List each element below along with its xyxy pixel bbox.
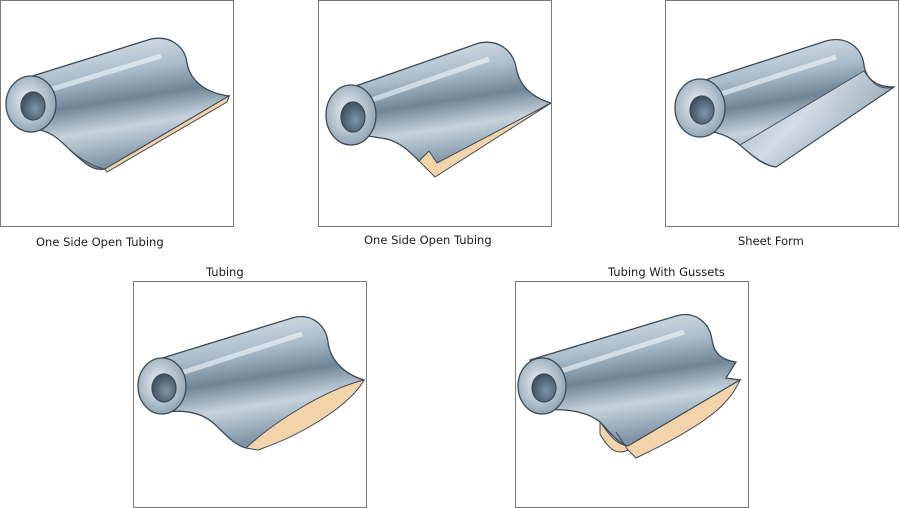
roll-illustration [517,314,742,459]
caption-sheet-form: Sheet Form [738,234,804,248]
caption-tubing-with-gussets: Tubing With Gussets [608,265,725,279]
panel-tubing-with-gussets [515,281,749,508]
roll-illustration [674,39,897,168]
panel-one-side-open-tubing-2 [318,0,552,227]
roll-illustration [137,316,366,451]
caption-tubing: Tubing [206,265,244,279]
caption-one-side-open-tubing-1: One Side Open Tubing [36,235,164,249]
roll-illustration [5,37,231,173]
panel-sheet-form [665,0,899,227]
panel-one-side-open-tubing-1 [0,0,234,227]
panel-tubing [133,281,367,508]
roll-illustration [325,41,551,178]
caption-one-side-open-tubing-2: One Side Open Tubing [364,233,492,247]
